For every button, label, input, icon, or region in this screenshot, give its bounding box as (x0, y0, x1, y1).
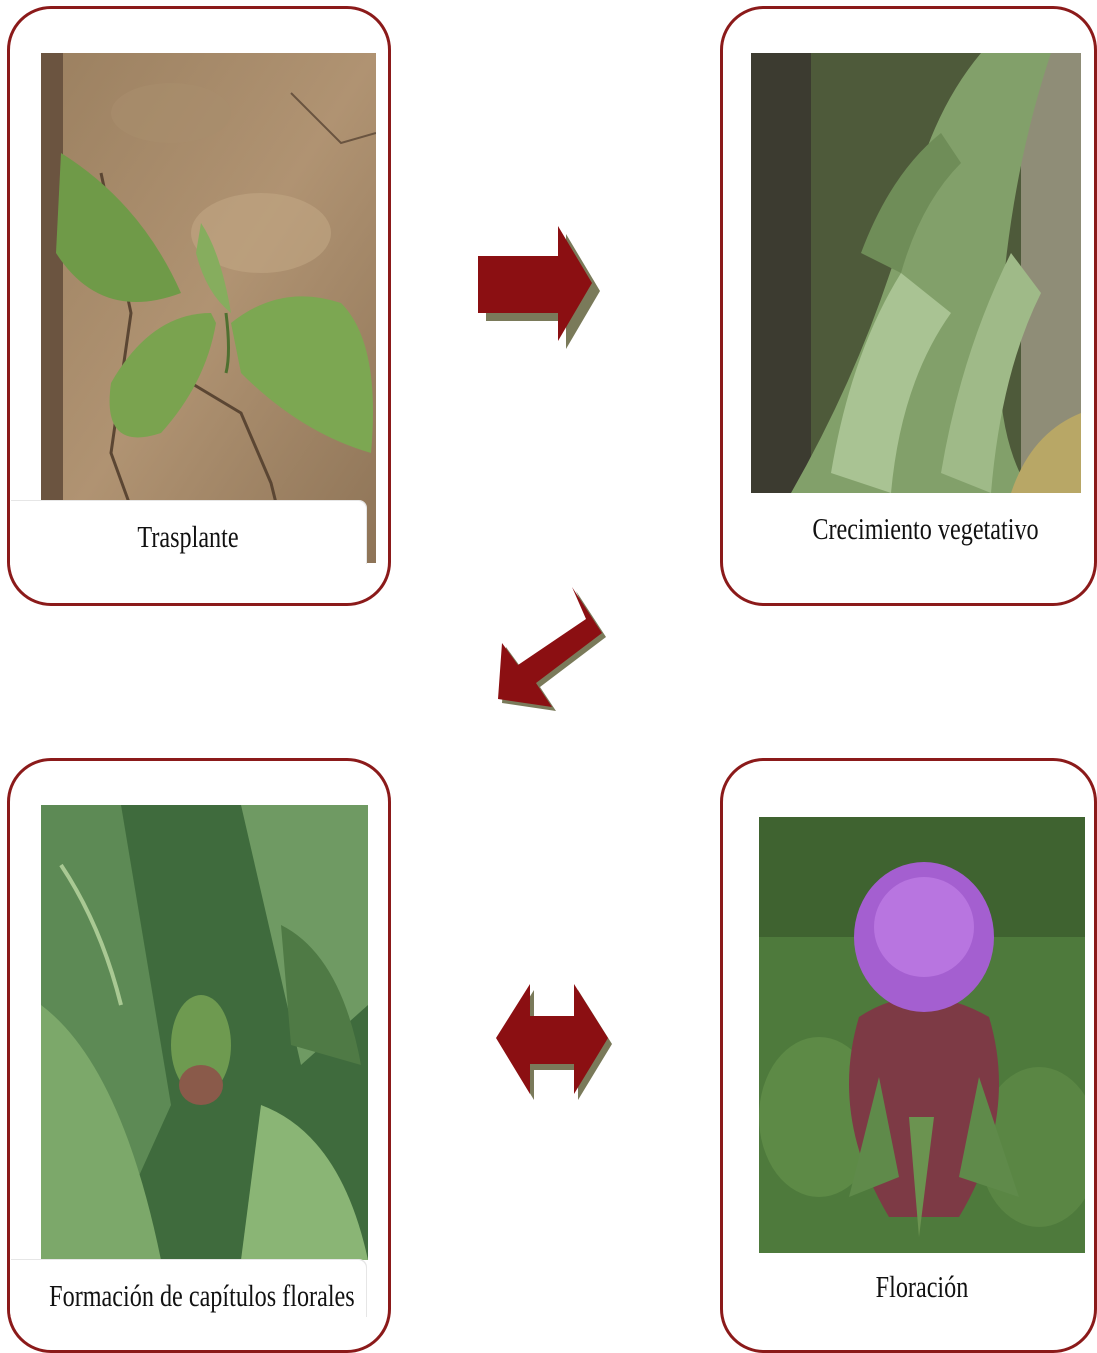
stage-card-formacion-capitulos: Formación de capítulos florales (7, 758, 391, 1353)
stage-card-floracion: Floración (720, 758, 1097, 1353)
artichoke-seedling-photo (41, 53, 376, 563)
stage-card-crecimiento-vegetativo: Crecimiento vegetativo (720, 6, 1097, 606)
stage-card-trasplante: Trasplante (7, 6, 391, 606)
caption-box: Trasplante (10, 501, 366, 565)
caption-box: Crecimiento vegetativo (751, 493, 1097, 563)
stage-label-trasplante: Trasplante (49, 519, 327, 555)
caption-box: Formación de capítulos florales (10, 1260, 366, 1318)
stage-label-floracion: Floración (795, 1269, 1049, 1305)
artichoke-flower-head-photo (41, 805, 368, 1260)
right-arrow-icon (474, 225, 600, 350)
double-arrow-icon (494, 980, 614, 1106)
stage-label-crecimiento-vegetativo: Crecimiento vegetativo (789, 511, 1061, 547)
caption-box: Floración (759, 1253, 1085, 1321)
artichoke-purple-flower-photo (759, 817, 1085, 1253)
artichoke-vegetative-plants-photo (751, 53, 1081, 493)
down-left-arrow-icon (494, 585, 610, 735)
stage-label-formacion-capitulos: Formación de capítulos florales (49, 1278, 327, 1314)
